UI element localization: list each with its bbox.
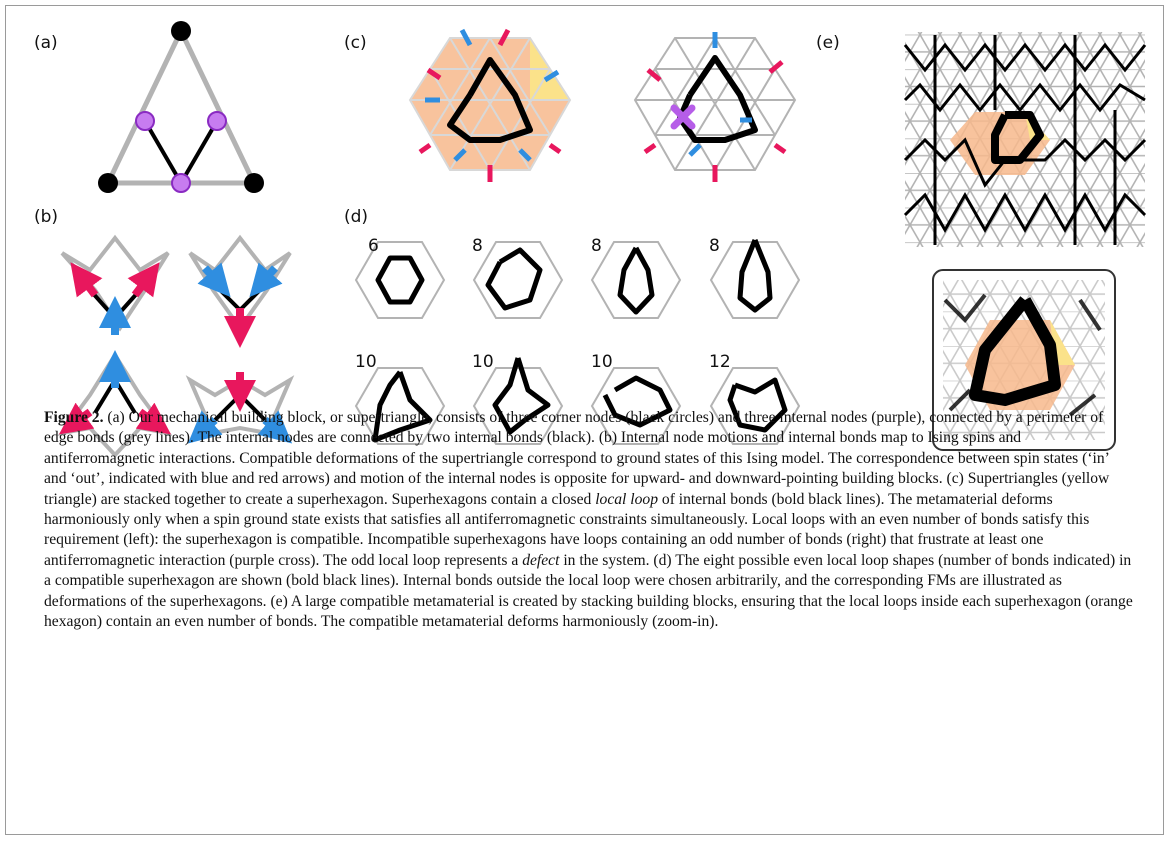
loop-count: 8 bbox=[591, 236, 602, 256]
panel-label-a: (a) bbox=[34, 33, 58, 53]
caption-text-2: of internal bonds (bold black lines). Th… bbox=[44, 490, 1090, 569]
loop-count: 8 bbox=[709, 236, 720, 256]
loop-count: 10 bbox=[591, 352, 613, 372]
figure-caption: Figure 2. (a) Our mechanical building bl… bbox=[44, 408, 1134, 632]
loop-count: 8 bbox=[472, 236, 483, 256]
loop-count: 6 bbox=[368, 236, 379, 256]
caption-label: Figure 2. bbox=[44, 409, 104, 426]
panel-label-b: (b) bbox=[34, 207, 59, 227]
loop-count: 10 bbox=[472, 352, 494, 372]
caption-term-defect: defect bbox=[522, 551, 560, 569]
caption-term-local-loop: local loop bbox=[595, 490, 658, 508]
caption-text-3: in the system. (d) The eight possible ev… bbox=[44, 551, 1133, 631]
loop-count: 12 bbox=[709, 352, 731, 372]
panel-label-c: (c) bbox=[344, 33, 367, 53]
panel-label-e: (e) bbox=[816, 33, 840, 53]
caption-text-1: (a) Our mechanical building block, or su… bbox=[44, 409, 1110, 508]
loop-count: 10 bbox=[355, 352, 377, 372]
figure-frame bbox=[5, 5, 1164, 835]
panel-label-d: (d) bbox=[344, 207, 369, 227]
